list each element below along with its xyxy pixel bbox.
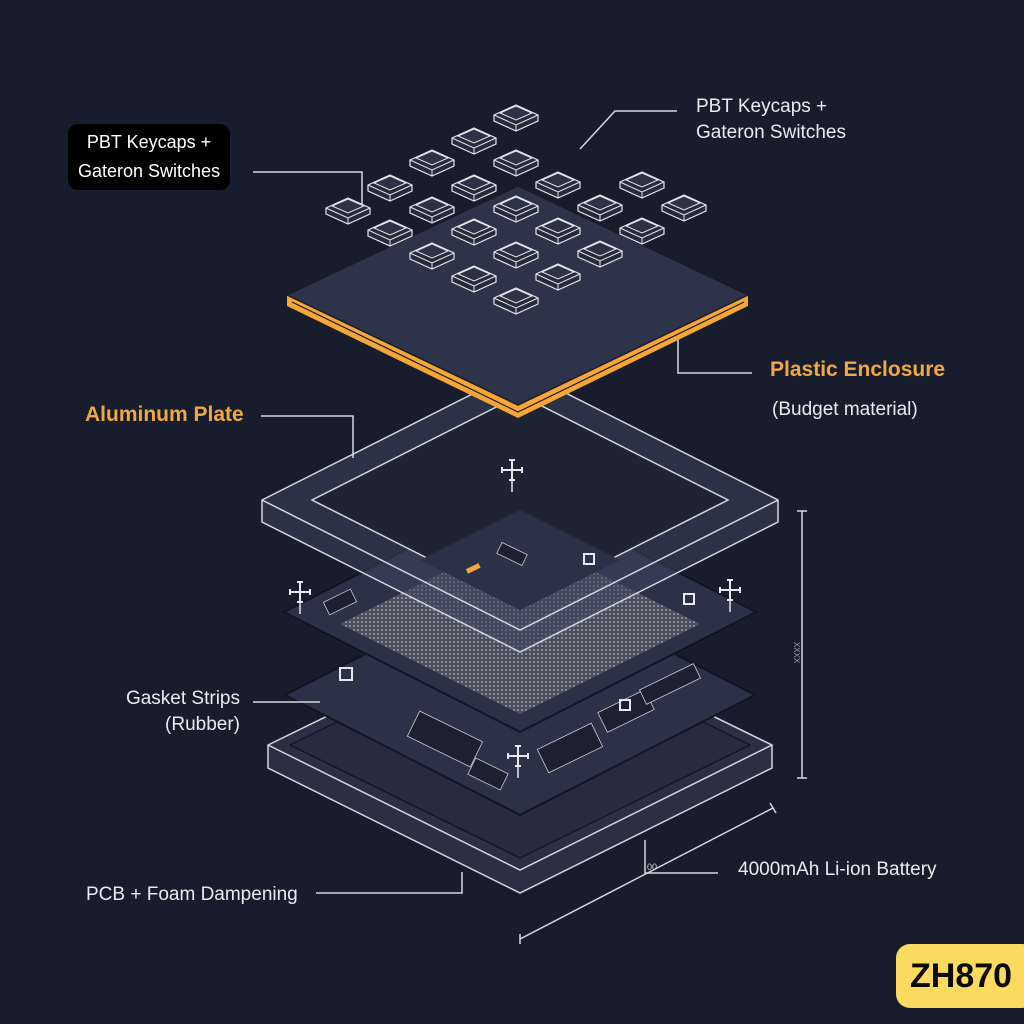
leader-lines (253, 110, 807, 944)
leader-plastic-enclosure (677, 340, 752, 374)
battery-tick-text: 00 (647, 862, 658, 872)
label-aluminum-plate: Aluminum Plate (85, 403, 244, 426)
label-keycaps-right-line1: PBT Keycaps + (696, 96, 828, 117)
label-plastic-enclosure: Plastic Enclosure (770, 358, 946, 381)
leader-keycaps-right (579, 110, 677, 150)
label-keycaps-pill: PBT Keycaps + Gateron Switches (68, 124, 231, 190)
label-keycaps-pill-line1: PBT Keycaps + (86, 132, 212, 152)
label-gasket-strips-line2: (Rubber) (165, 714, 240, 735)
dimension-vertical (797, 510, 807, 779)
label-keycaps-right-line2: Gateron Switches (696, 122, 846, 143)
leader-aluminum-plate (261, 415, 354, 458)
label-plastic-enclosure-note: (Budget material) (772, 399, 918, 420)
label-keycaps-pill-line2: Gateron Switches (78, 161, 221, 181)
label-keycaps-right: PBT Keycaps + Gateron Switches (696, 94, 846, 146)
leader-pcb-foam (316, 872, 463, 894)
dimension-diagonal (519, 802, 777, 944)
label-gasket-strips-line1: Gasket Strips (125, 688, 240, 709)
leader-battery (644, 840, 718, 874)
leader-keycaps-left (253, 171, 363, 205)
label-gasket-strips: Gasket Strips (Rubber) (122, 686, 240, 738)
label-battery: 4000mAh Li-ion Battery (738, 859, 937, 880)
aluminum-plate-layer (261, 369, 779, 653)
label-pcb-foam: PCB + Foam Dampening (86, 884, 298, 905)
dimension-vertical-text: XXXX (792, 641, 802, 664)
model-badge: ZH870 (896, 944, 1024, 1008)
